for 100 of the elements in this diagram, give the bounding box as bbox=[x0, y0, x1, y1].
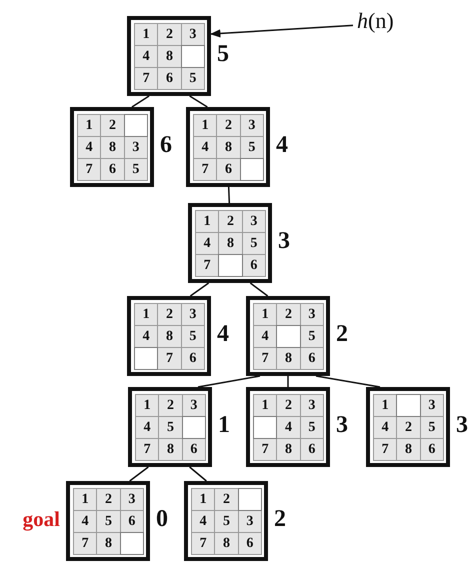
puzzle-tile: 8 bbox=[158, 438, 183, 461]
puzzle-tile: 7 bbox=[193, 158, 218, 181]
heuristic-value: 6 bbox=[160, 133, 172, 157]
puzzle-board bbox=[188, 203, 272, 283]
puzzle-tile: 8 bbox=[396, 438, 421, 461]
puzzle-tile: 6 bbox=[300, 438, 324, 461]
puzzle-tile: 2 bbox=[214, 488, 239, 511]
tree-branch-line bbox=[250, 282, 268, 297]
puzzle-tile: 7 bbox=[135, 438, 160, 461]
puzzle-tile: 2 bbox=[218, 210, 243, 233]
heuristic-label: h(n) bbox=[357, 10, 394, 32]
puzzle-tile: 4 bbox=[134, 45, 158, 68]
puzzle-tile: 6 bbox=[300, 347, 324, 370]
puzzle-tile: 5 bbox=[158, 416, 183, 439]
puzzle-tile: 7 bbox=[77, 158, 102, 181]
puzzle-tile: 2 bbox=[157, 303, 182, 326]
puzzle-board bbox=[186, 107, 270, 187]
puzzle-tile: 2 bbox=[276, 394, 301, 417]
puzzle-tile: 4 bbox=[73, 510, 98, 533]
puzzle-tile: 2 bbox=[276, 303, 301, 326]
puzzle-tile: 5 bbox=[124, 158, 148, 181]
tree-branch-line bbox=[190, 282, 210, 297]
puzzle-tile: 3 bbox=[240, 114, 264, 137]
puzzle-tile: 4 bbox=[193, 136, 218, 159]
puzzle-tile: 1 bbox=[253, 303, 278, 326]
puzzle-tile: 5 bbox=[242, 232, 266, 255]
puzzle-tile: 7 bbox=[195, 254, 220, 277]
puzzle-board bbox=[127, 296, 211, 376]
heuristic-value: 3 bbox=[278, 229, 290, 253]
puzzle-tile: 6 bbox=[242, 254, 266, 277]
puzzle-tile: 3 bbox=[180, 23, 205, 46]
heuristic-value: 2 bbox=[274, 507, 286, 531]
puzzle-tile: 4 bbox=[195, 232, 220, 255]
puzzle-tile: 4 bbox=[191, 510, 216, 533]
puzzle-tile: 4 bbox=[77, 136, 102, 159]
puzzle-tile: 6 bbox=[420, 438, 444, 461]
heuristic-value: 0 bbox=[156, 507, 168, 531]
puzzle-tile: 5 bbox=[300, 416, 324, 439]
puzzle-tile: 7 bbox=[134, 67, 158, 90]
puzzle-board bbox=[66, 481, 150, 561]
puzzle-tile: 4 bbox=[134, 325, 158, 348]
puzzle-tile: 2 bbox=[100, 114, 125, 137]
puzzle-tile: 2 bbox=[96, 488, 121, 511]
puzzle-tile: 7 bbox=[73, 532, 98, 555]
puzzle-board bbox=[246, 296, 330, 376]
puzzle-tile: 3 bbox=[180, 303, 205, 326]
heuristic-value: 3 bbox=[456, 413, 468, 437]
puzzle-tile: 1 bbox=[135, 394, 160, 417]
puzzle-tile: 2 bbox=[158, 394, 183, 417]
puzzle-tile: 6 bbox=[180, 347, 205, 370]
puzzle-tile: 7 bbox=[253, 438, 278, 461]
puzzle-tile: 5 bbox=[180, 67, 205, 90]
puzzle-tile: 8 bbox=[100, 136, 125, 159]
tree-branch-line bbox=[316, 375, 380, 388]
puzzle-board bbox=[366, 387, 450, 467]
arrow bbox=[210, 24, 354, 38]
puzzle-tile: 7 bbox=[373, 438, 398, 461]
tree-branch-line bbox=[189, 466, 207, 482]
puzzle-tile: 6 bbox=[216, 158, 241, 181]
puzzle-tile: 1 bbox=[193, 114, 218, 137]
puzzle-board bbox=[184, 481, 268, 561]
puzzle-tile: 5 bbox=[96, 510, 121, 533]
puzzle-board bbox=[127, 16, 211, 96]
puzzle-tile: 3 bbox=[300, 303, 324, 326]
puzzle-tile: 1 bbox=[77, 114, 102, 137]
puzzle-tile: 4 bbox=[253, 325, 278, 348]
puzzle-tile: 3 bbox=[300, 394, 324, 417]
heuristic-value: 2 bbox=[336, 322, 348, 346]
puzzle-tile: 3 bbox=[242, 210, 266, 233]
puzzle-tile: 7 bbox=[191, 532, 216, 555]
tree-branch-line bbox=[132, 95, 150, 108]
puzzle-tile: 4 bbox=[373, 416, 398, 439]
heuristic-value: 1 bbox=[218, 413, 230, 437]
puzzle-tile: 8 bbox=[276, 438, 301, 461]
puzzle-tile: 2 bbox=[157, 23, 182, 46]
puzzle-tile: 8 bbox=[276, 347, 301, 370]
puzzle-tile: 8 bbox=[216, 136, 241, 159]
puzzle-tile: 1 bbox=[73, 488, 98, 511]
puzzle-tile: 6 bbox=[182, 438, 206, 461]
goal-label: goal bbox=[22, 509, 60, 530]
tree-branch-line bbox=[198, 375, 260, 388]
puzzle-board bbox=[246, 387, 330, 467]
puzzle-tile: 5 bbox=[214, 510, 239, 533]
heuristic-value: 4 bbox=[217, 322, 229, 346]
puzzle-tile: 1 bbox=[373, 394, 398, 417]
heuristic-value: 5 bbox=[217, 42, 229, 66]
puzzle-tile: 8 bbox=[214, 532, 239, 555]
puzzle-tile: 5 bbox=[180, 325, 205, 348]
heuristic-value: 4 bbox=[276, 133, 288, 157]
puzzle-board bbox=[70, 107, 154, 187]
tree-branch-line bbox=[287, 376, 289, 387]
puzzle-tile: 4 bbox=[135, 416, 160, 439]
puzzle-tile: 1 bbox=[195, 210, 220, 233]
puzzle-tile: 7 bbox=[253, 347, 278, 370]
puzzle-tile: 8 bbox=[218, 232, 243, 255]
puzzle-tile: 8 bbox=[96, 532, 121, 555]
puzzle-tile: 1 bbox=[191, 488, 216, 511]
puzzle-tile: 6 bbox=[100, 158, 125, 181]
puzzle-tile: 8 bbox=[157, 325, 182, 348]
puzzle-tile: 1 bbox=[134, 303, 158, 326]
